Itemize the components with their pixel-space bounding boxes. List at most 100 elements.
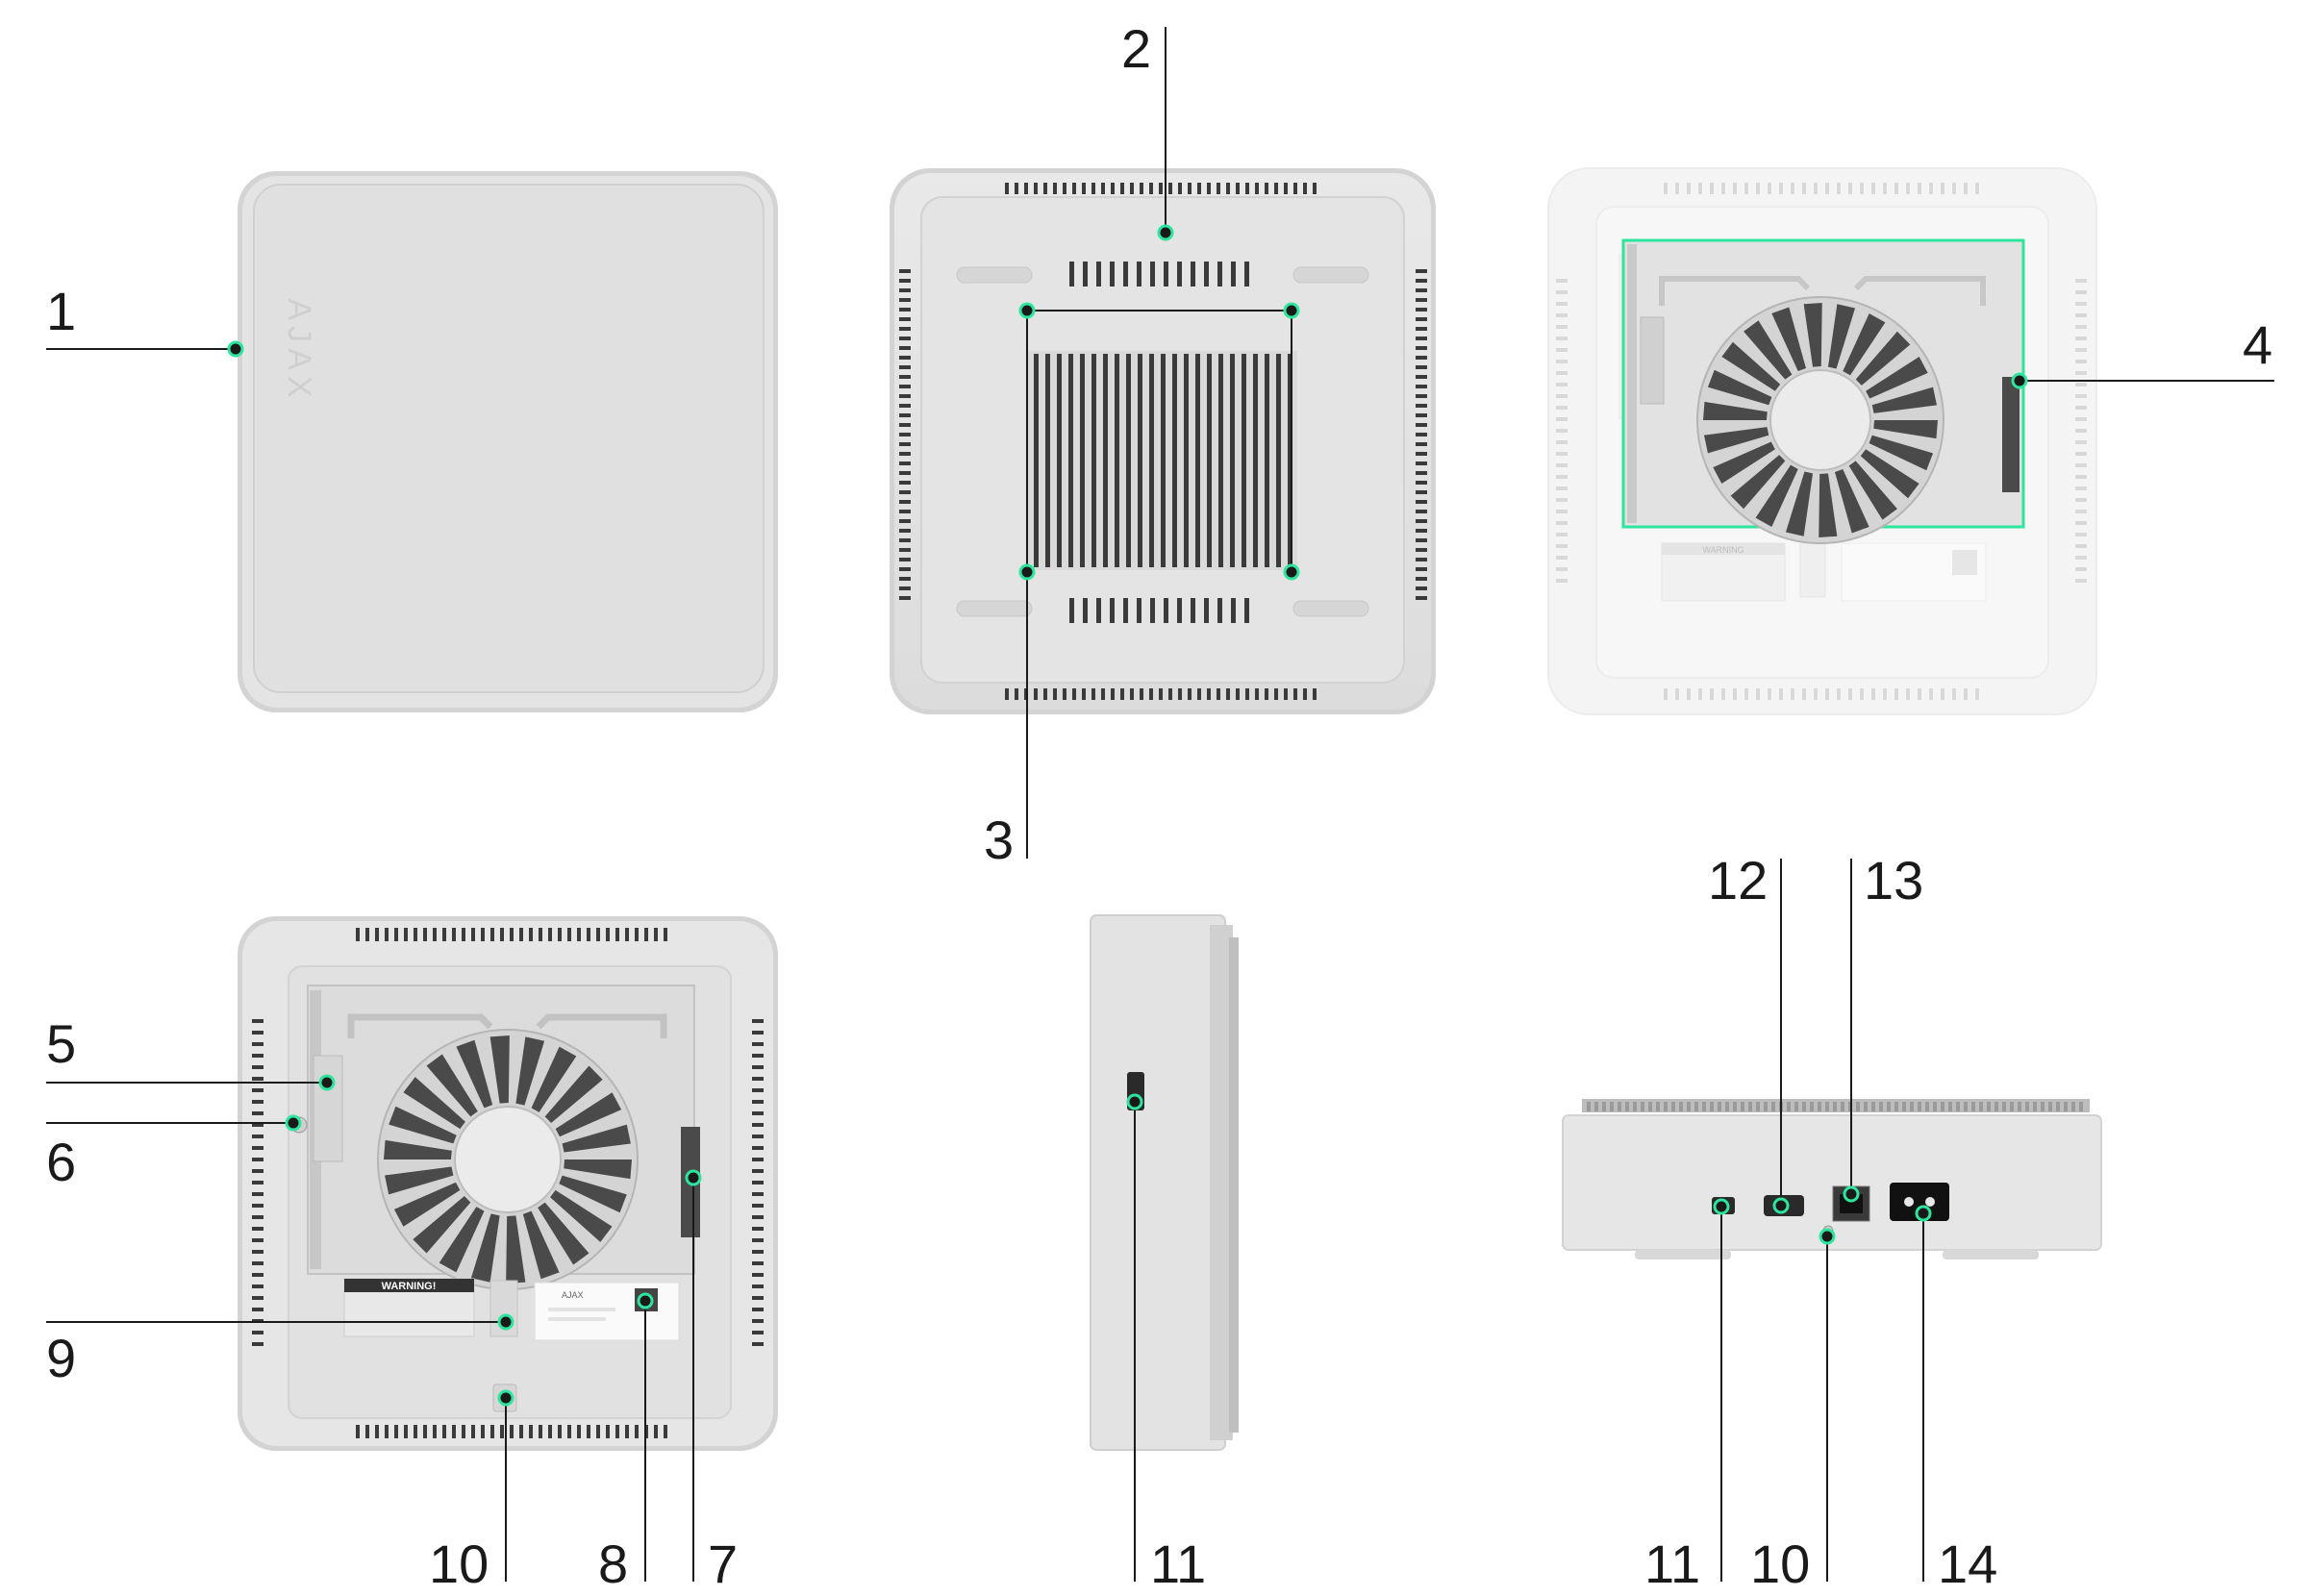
view-mounting-plate: WARNING xyxy=(1547,167,2097,715)
vent-slot xyxy=(1416,298,1427,302)
vent-slot xyxy=(1159,183,1163,194)
vent-slot xyxy=(2075,348,2087,352)
vent-slot xyxy=(365,1425,369,1438)
vent-slot xyxy=(899,577,911,581)
vent-slot xyxy=(1191,598,1195,623)
vent-slot xyxy=(899,510,911,513)
vent-slot xyxy=(1161,354,1166,567)
fan-blade-gap xyxy=(550,1189,613,1242)
vent-slot xyxy=(752,1169,764,1173)
fan-blade-gap xyxy=(413,1195,471,1254)
vent-slot xyxy=(1818,1102,1821,1111)
vent-slot xyxy=(1902,1102,1906,1111)
left-edge-vents xyxy=(252,1019,263,1346)
fan-blade-gap xyxy=(522,1210,560,1280)
callout-11-rear: 11 xyxy=(1644,1534,1700,1594)
vent-slot xyxy=(752,1296,764,1300)
vent-slot xyxy=(1633,1102,1637,1111)
vent-slot xyxy=(899,394,911,398)
vent-slot xyxy=(1556,510,1568,513)
fan-blade-gap xyxy=(1827,304,1856,369)
vent-slot xyxy=(442,928,446,941)
vent-slot xyxy=(1979,1102,1983,1111)
vent-slot xyxy=(1675,688,1679,700)
lower-grill xyxy=(1069,598,1249,623)
vent-slot xyxy=(1091,354,1096,567)
vent-slot xyxy=(1091,183,1095,194)
top-edge-vents xyxy=(1005,183,1317,194)
vent-slot xyxy=(356,928,360,941)
vent-slot xyxy=(462,1425,465,1438)
vent-slot xyxy=(1906,688,1910,700)
fan-blade-gap xyxy=(1869,435,1934,471)
vent-slot xyxy=(548,928,552,941)
vent-slot xyxy=(1718,1102,1721,1111)
vent-slot xyxy=(1556,348,1568,352)
vent-slot xyxy=(490,1425,494,1438)
vent-slot xyxy=(1255,688,1259,700)
vent-slot xyxy=(1879,1102,1883,1111)
vent-slot xyxy=(1416,375,1427,379)
label-brand: AJAX xyxy=(562,1290,584,1300)
vent-slot xyxy=(252,1331,263,1334)
vent-slot xyxy=(899,317,911,321)
vent-slot xyxy=(2025,1102,2029,1111)
vent-slot xyxy=(1111,688,1115,700)
vent-slot xyxy=(1814,183,1818,194)
vent-slot xyxy=(1083,598,1088,623)
vent-slot xyxy=(1265,688,1268,700)
fan-blade-gap xyxy=(1873,420,1938,439)
vent-slot xyxy=(596,1425,600,1438)
vent-slot xyxy=(539,928,542,941)
vent-slot xyxy=(1594,1102,1598,1111)
vent-slot xyxy=(1063,183,1066,194)
vent-slot xyxy=(385,928,389,941)
vent-slot xyxy=(606,1425,610,1438)
vent-slot xyxy=(2075,567,2087,571)
vent-slot xyxy=(404,1425,408,1438)
fan-blade-gap xyxy=(562,1124,631,1153)
view-side xyxy=(1090,914,1239,1451)
vent-slot xyxy=(596,928,600,941)
vent-slot xyxy=(1764,1102,1768,1111)
vent-slot xyxy=(2075,325,2087,329)
vent-slot xyxy=(1226,183,1230,194)
vent-slot xyxy=(1687,183,1691,194)
vent-slot xyxy=(752,1100,764,1104)
vent-slot xyxy=(899,404,911,408)
vent-slot xyxy=(1068,354,1073,567)
vent-slot xyxy=(1140,688,1143,700)
faded-left-vents xyxy=(1556,279,1568,583)
vent-slot xyxy=(1556,279,1568,283)
warning-label-text: WARNING! xyxy=(382,1281,437,1292)
vent-slot xyxy=(1217,688,1220,700)
vent-slot xyxy=(1671,1102,1675,1111)
vent-slot xyxy=(1556,533,1568,536)
fan-blade-gap xyxy=(1771,307,1806,372)
fan-blade-gap xyxy=(506,1215,526,1284)
vent-slot xyxy=(1625,1102,1629,1111)
vent-slot xyxy=(1956,1102,1960,1111)
vent-slot xyxy=(252,1019,263,1023)
vent-slot xyxy=(1675,183,1679,194)
view-bottom xyxy=(890,168,1436,714)
vent-slot xyxy=(1883,688,1887,700)
power-socket-icon xyxy=(1890,1183,1949,1221)
vent-slot xyxy=(252,1088,263,1092)
vent-slot xyxy=(1416,394,1427,398)
vent-slot xyxy=(2056,1102,2060,1111)
callout-7: 7 xyxy=(708,1534,738,1594)
vent-slot xyxy=(899,558,911,561)
vent-slot xyxy=(1556,475,1568,479)
vent-slot xyxy=(1063,688,1066,700)
vent-slot xyxy=(1756,688,1760,700)
vent-slot xyxy=(1664,688,1668,700)
vent-slot xyxy=(1556,394,1568,398)
vent-slot xyxy=(1748,1102,1752,1111)
vent-slot xyxy=(1687,688,1691,700)
vent-slot xyxy=(899,375,911,379)
vent-slot xyxy=(752,1111,764,1115)
vent-slot xyxy=(1080,354,1085,567)
vent-slot xyxy=(1416,288,1427,292)
vent-slot xyxy=(899,471,911,475)
